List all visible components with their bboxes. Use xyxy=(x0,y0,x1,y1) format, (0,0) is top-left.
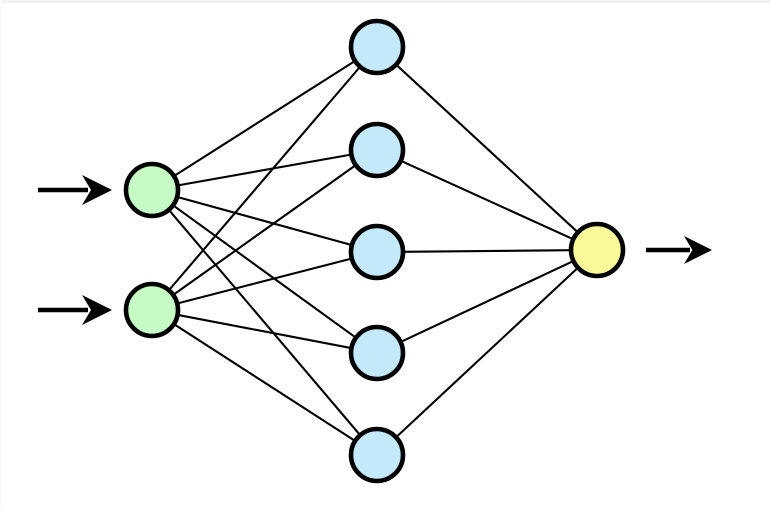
input-arrow-bottom xyxy=(38,295,112,325)
edge-h1-to-o1 xyxy=(394,62,580,235)
edge-i2-to-h1 xyxy=(167,64,362,293)
input-arrow-bottom-head xyxy=(82,295,112,325)
output-node-1[interactable] xyxy=(568,221,626,279)
hidden-node-1[interactable] xyxy=(348,18,406,76)
edge-h3-to-o1 xyxy=(400,249,574,253)
hidden-node-2[interactable] xyxy=(348,121,406,179)
edge-i1-to-h4 xyxy=(171,203,358,340)
edge-i1-to-h3 xyxy=(175,195,354,247)
nodes-group xyxy=(123,18,626,484)
edge-h5-to-o1 xyxy=(394,265,580,440)
input-arrow-top xyxy=(38,175,112,205)
edge-i1-to-h2 xyxy=(175,153,354,187)
edge-i1-to-h1 xyxy=(172,59,357,178)
input-arrow-top-head xyxy=(82,175,112,205)
hidden-node-4[interactable] xyxy=(348,324,406,382)
edge-i2-to-h2 xyxy=(171,163,358,297)
output-arrow xyxy=(646,236,712,264)
hidden-node-3[interactable] xyxy=(348,223,406,281)
input-node-2[interactable] xyxy=(123,281,181,339)
edge-i2-to-h5 xyxy=(171,322,358,443)
output-arrow-head xyxy=(684,236,712,264)
edge-h2-to-o1 xyxy=(398,159,576,241)
canvas-left-border xyxy=(0,0,2,508)
edge-h4-to-o1 xyxy=(398,259,576,344)
edges-group xyxy=(167,59,580,443)
edge-i2-to-h3 xyxy=(175,257,354,305)
io-arrows-group xyxy=(38,175,712,325)
canvas-top-border xyxy=(0,0,771,3)
input-node-1[interactable] xyxy=(123,161,181,219)
edge-i1-to-h5 xyxy=(167,208,362,437)
edge-i2-to-h4 xyxy=(175,313,354,350)
hidden-node-5[interactable] xyxy=(348,426,406,484)
